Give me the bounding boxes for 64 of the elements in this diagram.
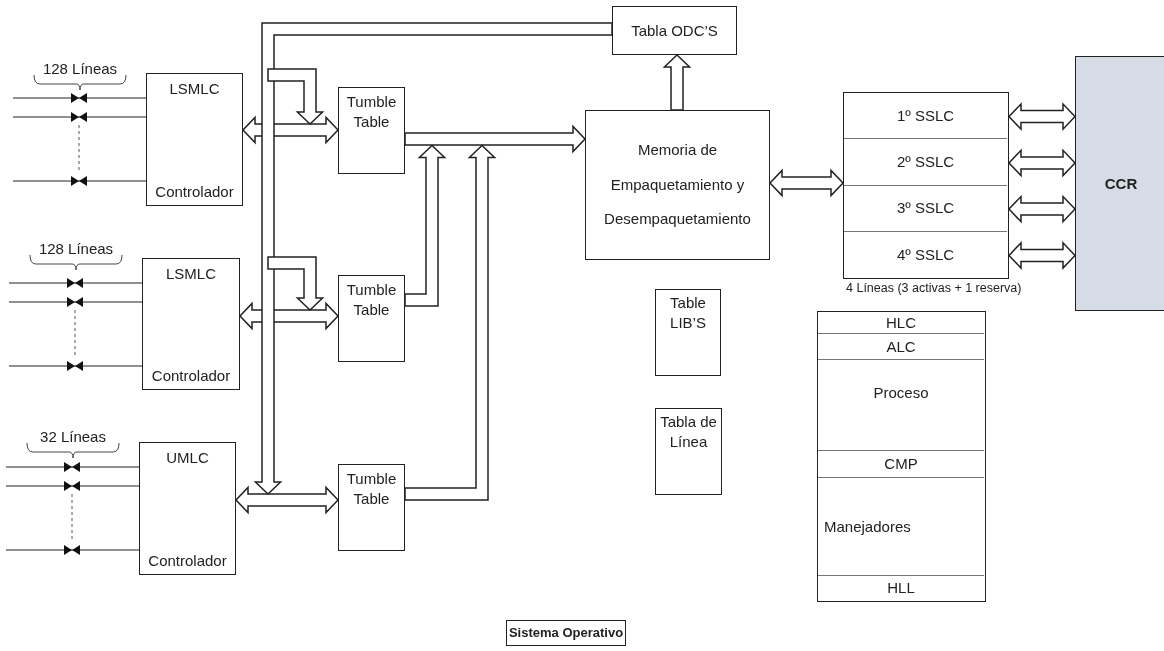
table-box <box>338 87 405 174</box>
hollow-arrow <box>662 53 692 111</box>
box-label: Tumble Table <box>345 469 398 508</box>
line-count-label: 128 Líneas <box>38 240 114 257</box>
box-label: Controlador <box>151 367 231 385</box>
box-label: 3º SSLC <box>896 199 955 218</box>
signal-line <box>5 466 140 468</box>
table-box <box>655 408 722 495</box>
hollow-arrow <box>1007 102 1077 132</box>
signal-line <box>8 365 143 367</box>
box-label: Controlador <box>155 183 234 201</box>
hollow-arrow <box>267 256 325 312</box>
line-count-label: 32 Líneas <box>40 428 106 445</box>
memory-box <box>585 110 770 260</box>
hollow-arrow <box>234 485 340 515</box>
box-label: Tabla ODC’S <box>631 21 718 40</box>
box-label: Tabla de Línea <box>660 412 717 451</box>
shaded-box <box>1075 56 1164 311</box>
hollow-arrow <box>1007 240 1077 270</box>
box-label: Tumble Table <box>345 92 398 131</box>
box-label: 4º SSLC <box>896 245 955 264</box>
box-label: HLL <box>887 579 915 597</box>
controller-box <box>142 258 240 390</box>
box-label: 1º SSLC <box>896 106 955 125</box>
box-label: HLC <box>886 313 916 332</box>
table-box <box>338 464 405 551</box>
signal-line <box>8 282 143 284</box>
signal-line <box>12 180 147 182</box>
box-label: Manejadores <box>824 517 911 536</box>
table-box <box>338 275 405 362</box>
controller-box <box>146 73 243 206</box>
box-label: 2º SSLC <box>896 152 955 171</box>
title-box <box>506 620 626 646</box>
box-label: UMLC <box>166 449 209 467</box>
stack-box <box>817 311 986 602</box>
line-count-label: 128 Líneas <box>42 60 118 77</box>
box-label: Proceso <box>873 384 929 402</box>
signal-line <box>12 97 147 99</box>
signal-line <box>5 485 140 487</box>
hollow-arrow <box>267 68 325 126</box>
box-label: Memoria de Empaquetamiento y Desempaquetamiento <box>603 140 752 230</box>
box-label: CMP <box>884 455 918 473</box>
box-label: LSMLC <box>169 80 220 98</box>
box-label: LSMLC <box>166 265 216 283</box>
table-box <box>655 289 721 376</box>
signal-line <box>5 549 140 551</box>
box-label: Controlador <box>148 552 227 570</box>
box-label: CCR <box>1104 174 1138 193</box>
box-label: Table LIB’S <box>669 293 707 332</box>
hollow-arrow <box>768 168 845 198</box>
hollow-arrow <box>253 22 613 496</box>
controller-box <box>139 442 236 575</box>
hollow-arrow <box>404 144 447 307</box>
signal-line <box>12 116 147 118</box>
hollow-arrow <box>1007 148 1077 178</box>
hollow-arrow <box>1007 194 1077 224</box>
box-label: ALC <box>886 337 916 356</box>
box-label: 4 Líneas (3 activas + 1 reserva) <box>846 281 1022 295</box>
box-label: Tumble Table <box>345 280 398 319</box>
hollow-arrow <box>404 144 497 501</box>
hollow-arrow <box>404 124 587 154</box>
box-label: Sistema Operativo <box>508 625 624 641</box>
signal-line <box>8 301 143 303</box>
table-box <box>612 6 737 55</box>
